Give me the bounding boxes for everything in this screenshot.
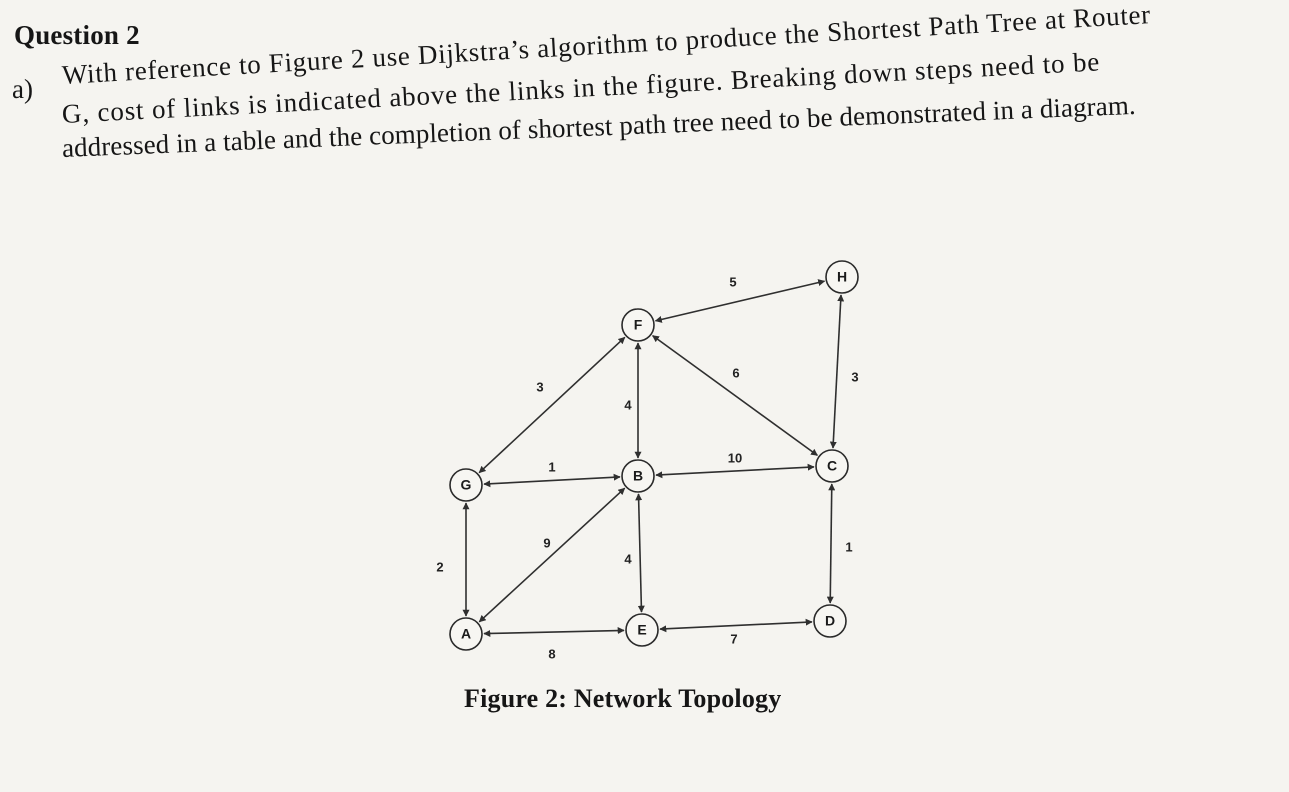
router-node-f: F [621,308,655,342]
link-cost-f-h: 5 [729,274,736,289]
link-cost-c-d: 1 [845,539,852,554]
router-circle-c [815,449,849,483]
link-line-c-d [826,483,836,604]
link-c-d [826,483,836,604]
router-node-b: B [621,459,655,493]
link-cost-a-e: 8 [548,646,555,661]
router-node-h: H [825,260,859,294]
router-label-a: A [461,626,471,642]
link-h-c [829,294,845,449]
link-cost-f-b: 4 [624,397,632,412]
link-f-c [652,334,818,457]
router-node-e: E [625,613,659,647]
link-b-e [635,493,645,613]
link-cost-b-e: 4 [624,551,632,566]
router-circle-e [625,613,659,647]
link-cost-g-b: 1 [548,459,555,474]
link-cost-e-d: 7 [730,631,737,646]
question-heading: Question 2 [14,20,140,50]
router-circle-g [449,468,483,502]
link-cost-a-b: 9 [543,535,550,550]
link-cost-f-g: 3 [536,379,543,394]
link-line-g-b [483,473,621,488]
router-node-c: C [815,449,849,483]
link-line-a-b [478,487,626,623]
router-circle-a [449,617,483,651]
link-line-a-e [483,627,625,637]
link-g-b [483,473,621,488]
router-circle-b [621,459,655,493]
link-f-h [654,279,826,323]
router-circle-h [825,260,859,294]
link-b-c [655,463,815,479]
link-line-b-c [655,463,815,479]
router-label-b: B [633,468,643,484]
router-label-g: G [461,477,472,493]
link-line-f-g [478,336,626,474]
figure-caption: Figure 2: Network Topology [464,684,782,713]
link-cost-f-c: 6 [732,365,739,380]
router-label-h: H [837,269,847,285]
link-a-e [483,627,625,637]
link-a-b [478,487,626,623]
router-circle-f [621,308,655,342]
link-f-g [478,336,626,474]
link-line-f-h [654,279,826,323]
link-line-e-d [659,618,813,633]
link-cost-g-a: 2 [436,559,443,574]
router-node-g: G [449,468,483,502]
router-node-d: D [813,604,847,638]
link-line-f-c [652,334,818,457]
link-cost-h-c: 3 [851,369,858,384]
router-label-d: D [825,613,835,629]
router-label-f: F [634,317,643,333]
router-circle-d [813,604,847,638]
router-label-c: C [827,458,837,474]
router-node-a: A [449,617,483,651]
link-line-b-e [635,493,645,613]
router-label-e: E [637,622,646,638]
link-line-h-c [829,294,845,449]
link-e-d [659,618,813,633]
part-marker: a) [12,74,33,104]
link-cost-b-c: 10 [728,450,742,465]
